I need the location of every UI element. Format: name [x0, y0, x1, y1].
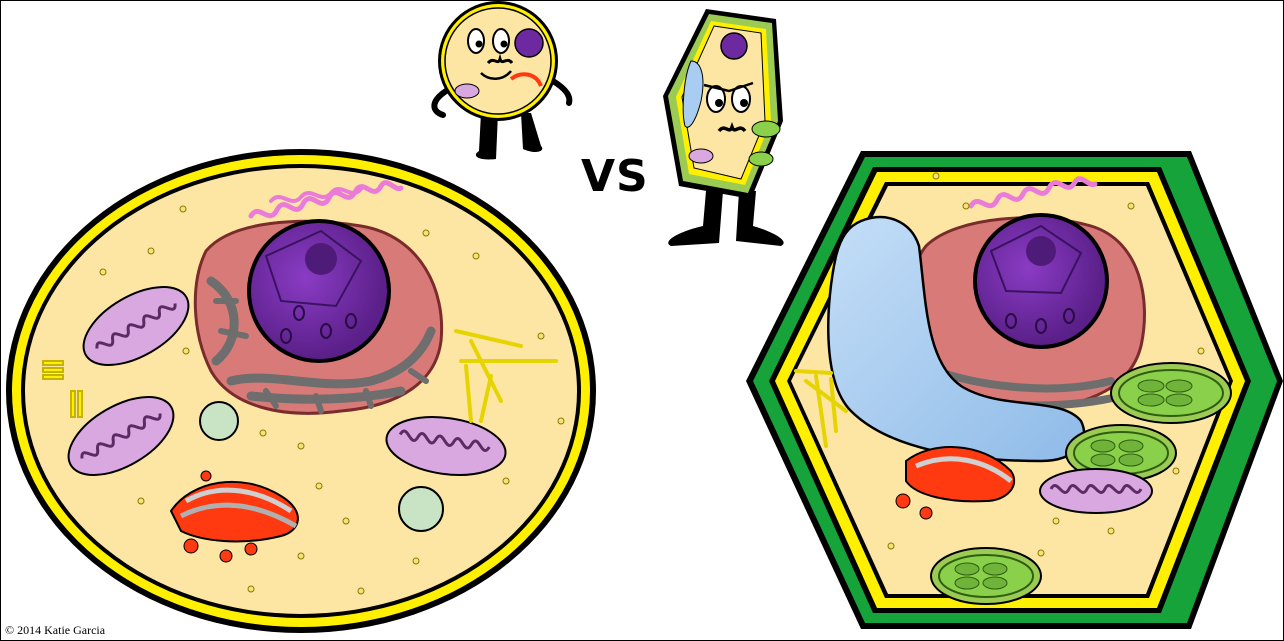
- animal-character-leg-right: [521, 113, 542, 152]
- plant-chloroplast-3: [931, 548, 1041, 604]
- plant-cell: [746, 151, 1283, 629]
- animal-character-arm-left: [434, 91, 446, 115]
- copyright-notice: © 2014 Katie Garcia: [5, 623, 105, 638]
- plant-character-chloroplast-1: [752, 121, 780, 137]
- plant-nucleus: [973, 213, 1109, 349]
- animal-character-nucleus: [515, 29, 543, 57]
- plant-character-chloroplast-2: [749, 152, 773, 166]
- vs-label: VS: [581, 151, 649, 202]
- plant-character-leg-left: [668, 191, 723, 246]
- animal-character-pupil-left: [476, 41, 483, 48]
- animal-character-mitochondrion: [455, 84, 479, 98]
- animal-cell: [6, 149, 596, 633]
- animal-nucleus: [247, 219, 391, 363]
- animal-cell-character: [434, 1, 569, 159]
- plant-cell-character: [663, 9, 784, 246]
- plant-character-pupil-right: [740, 99, 748, 107]
- animal-character-eye-left: [468, 29, 484, 53]
- plant-mitochondrion: [1040, 469, 1152, 513]
- animal-lysosome-1: [200, 402, 238, 440]
- animal-lysosome-2: [399, 487, 443, 531]
- animal-character-arm-right: [553, 81, 569, 103]
- animal-character-pupil-right: [501, 41, 508, 48]
- animal-character-eye-right: [493, 29, 509, 53]
- plant-character-nucleus: [721, 33, 747, 59]
- plant-character-mitochondrion: [689, 149, 713, 163]
- plant-character-leg-right: [736, 191, 784, 246]
- plant-chloroplast-1: [1111, 363, 1231, 423]
- plant-character-pupil-left: [715, 99, 723, 107]
